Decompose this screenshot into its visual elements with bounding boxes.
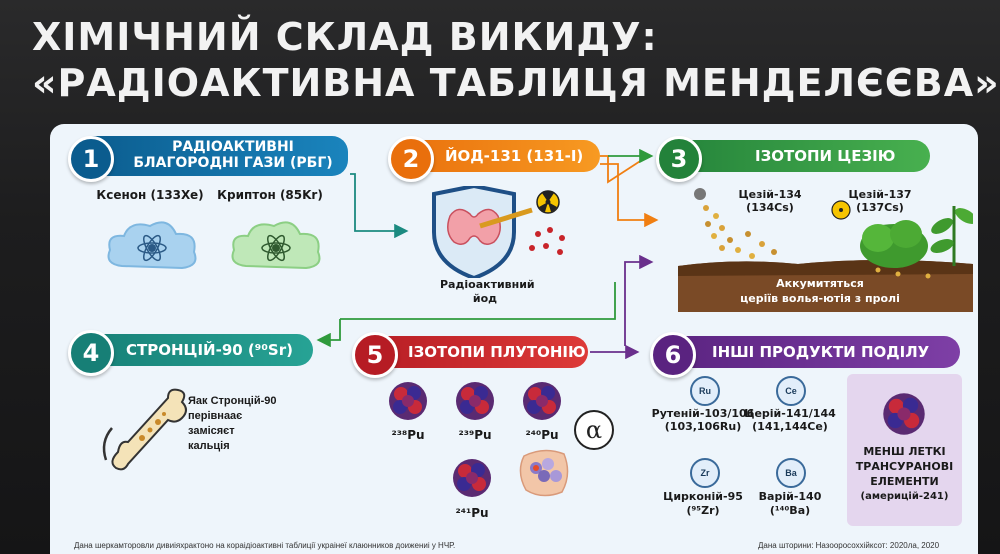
ruthenium-formula: (103,106Ru) bbox=[664, 420, 742, 433]
strontium-text-line-1: Яак Стронцій-90 bbox=[188, 395, 277, 407]
soil-plants-icon bbox=[678, 188, 973, 312]
cerium-label: Церій-141/144 (141,144Ce) bbox=[738, 407, 842, 433]
section-5-title: ІЗОТОПИ ПЛУТОНІЮ bbox=[408, 343, 586, 361]
krypton-label: Криптон (85Kr) bbox=[217, 188, 323, 202]
section-4-title: СТРОНЦІЙ-90 (⁹⁰Sr) bbox=[126, 341, 293, 359]
transuranic-nucleus-icon bbox=[883, 393, 925, 435]
section-4-banner: СТРОНЦІЙ-90 (⁹⁰Sr) bbox=[78, 334, 313, 366]
strontium-text-line-2: перівнаає bbox=[188, 410, 243, 422]
cerium-symbol: Ce bbox=[785, 386, 797, 396]
cesium-137-label: Цезій-137 (137Cs) bbox=[840, 188, 920, 214]
zirconium-label: Цирконій-95 (⁹⁵Zr) bbox=[648, 490, 758, 518]
cerium-formula: (141,144Ce) bbox=[752, 420, 828, 433]
plutonium-240-nucleus-icon bbox=[523, 382, 561, 420]
transuranic-text: МЕНШ ЛЕТКІ ТРАНСУРАНОВІ ЕЛЕМЕНТИ (америц… bbox=[847, 444, 962, 504]
ruthenium-label: Рутеній-103/106 (103,106Ru) bbox=[648, 407, 758, 433]
cesium-137-symbol: (137Cs) bbox=[856, 201, 904, 214]
plutonium-240-label: ²⁴⁰Pu bbox=[525, 428, 559, 442]
cesium-134-name: Цезій-134 bbox=[738, 188, 802, 201]
footer-source-right: Дана шторини: Назооросоххійксот: 2020ла,… bbox=[758, 541, 940, 550]
cesium-137-name: Цезій-137 bbox=[848, 188, 912, 201]
section-1-number: 1 bbox=[68, 136, 114, 182]
page-title: ХІМІЧНИЙ СКЛАД ВИКИДУ: «РАДІОАКТИВНА ТАБ… bbox=[32, 14, 1000, 106]
barium-name: Варій-140 bbox=[758, 490, 822, 503]
iodine-caption-line-1: Радіоактивний bbox=[440, 278, 535, 291]
section-1-banner: РАДІОАКТИВНІ БЛАГОРОДНІ ГАЗИ (РБГ) bbox=[78, 136, 348, 176]
cesium-134-label: Цезій-134 (134Cs) bbox=[730, 188, 810, 214]
cerium-name: Церій-141/144 bbox=[744, 407, 836, 420]
strontium-text-line-3: замісяєт bbox=[188, 425, 235, 437]
ruthenium-atom-icon: Ru bbox=[690, 376, 720, 406]
soil-caption-line-1: Аккумитяться bbox=[776, 277, 864, 290]
section-3-banner: ІЗОТОПИ ЦЕЗІЮ bbox=[660, 140, 930, 172]
barium-symbol: Ba bbox=[785, 468, 797, 478]
page-title-line-2: «РАДІОАКТИВНА ТАБЛИЦЯ МЕНДЕЛЄЄВА» bbox=[32, 61, 1000, 105]
soil-caption: Аккумитяться церіїв волья-ютія з пролі bbox=[690, 276, 950, 306]
ruthenium-symbol: Ru bbox=[699, 386, 711, 396]
zirconium-formula: (⁹⁵Zr) bbox=[686, 504, 720, 517]
transuranic-line-3: ЕЛЕМЕНТИ bbox=[870, 475, 939, 488]
soil-caption-line-2: церіїв волья-ютія з пролі bbox=[740, 292, 900, 305]
plutonium-241-label: ²⁴¹Pu bbox=[455, 506, 489, 520]
section-3-number: 3 bbox=[656, 136, 702, 182]
fission-blob-icon bbox=[519, 449, 569, 497]
section-5-banner: ІЗОТОПИ ПЛУТОНІЮ bbox=[360, 336, 588, 368]
zirconium-symbol: Zr bbox=[700, 468, 710, 478]
strontium-text: Яак Стронцій-90 перівнаає замісяєт кальц… bbox=[188, 394, 276, 454]
cerium-atom-icon: Ce bbox=[776, 376, 806, 406]
plutonium-238-label: ²³⁸Pu bbox=[391, 428, 425, 442]
plutonium-239-nucleus-icon bbox=[456, 382, 494, 420]
plutonium-239-label: ²³⁹Pu bbox=[458, 428, 492, 442]
alpha-symbol: α bbox=[585, 416, 603, 444]
infographic-card: РАДІОАКТИВНІ БЛАГОРОДНІ ГАЗИ (РБГ) 1 Ксе… bbox=[50, 124, 978, 554]
strontium-text-line-4: кальція bbox=[188, 440, 230, 452]
bone-icon bbox=[102, 388, 187, 471]
section-6-banner: ІНШІ ПРОДУКТИ ПОДІЛУ bbox=[660, 336, 960, 368]
iodine-caption: Радіоактивний йод bbox=[440, 278, 535, 306]
section-6-number: 6 bbox=[650, 332, 696, 378]
transuranic-line-2: ТРАНСУРАНОВІ bbox=[855, 460, 954, 473]
section-1-title-line-2: БЛАГОРОДНІ ГАЗИ (РБГ) bbox=[133, 155, 333, 171]
flow-arrows bbox=[316, 148, 659, 360]
plutonium-238-nucleus-icon bbox=[389, 382, 427, 420]
section-2-number: 2 bbox=[388, 136, 434, 182]
alpha-particle-icon: α bbox=[574, 410, 614, 450]
zirconium-atom-icon: Zr bbox=[690, 458, 720, 488]
section-1-title-line-1: РАДІОАКТИВНІ bbox=[172, 139, 294, 155]
iodine-caption-line-2: йод bbox=[472, 292, 498, 305]
transuranic-line-1: МЕНШ ЛЕТКІ bbox=[863, 445, 946, 458]
page-title-line-1: ХІМІЧНИЙ СКЛАД ВИКИДУ: bbox=[32, 15, 658, 59]
xenon-cloud-icon bbox=[107, 221, 197, 270]
section-2-title: ЙОД-131 (131-I) bbox=[445, 147, 584, 165]
section-6-title: ІНШІ ПРОДУКТИ ПОДІЛУ bbox=[712, 343, 930, 361]
krypton-cloud-icon bbox=[231, 221, 321, 270]
transuranic-line-4: (америцій-241) bbox=[860, 491, 949, 502]
zirconium-name: Цирконій-95 bbox=[663, 490, 743, 503]
section-5-number: 5 bbox=[352, 332, 398, 378]
barium-label: Варій-140 (¹⁴⁰Ba) bbox=[738, 490, 842, 518]
footer-source-left: Дана шеркамторовли дивиіяхрактоно на кор… bbox=[74, 541, 456, 550]
barium-formula: (¹⁴⁰Ba) bbox=[769, 504, 811, 517]
section-4-number: 4 bbox=[68, 330, 114, 376]
ruthenium-name: Рутеній-103/106 bbox=[651, 407, 755, 420]
thyroid-shield-icon bbox=[432, 186, 565, 278]
cesium-134-symbol: (134Cs) bbox=[746, 201, 794, 214]
xenon-label: Ксенон (133Xe) bbox=[96, 188, 204, 202]
plutonium-241-nucleus-icon bbox=[453, 459, 491, 497]
section-3-title: ІЗОТОПИ ЦЕЗІЮ bbox=[755, 147, 896, 165]
barium-atom-icon: Ba bbox=[776, 458, 806, 488]
